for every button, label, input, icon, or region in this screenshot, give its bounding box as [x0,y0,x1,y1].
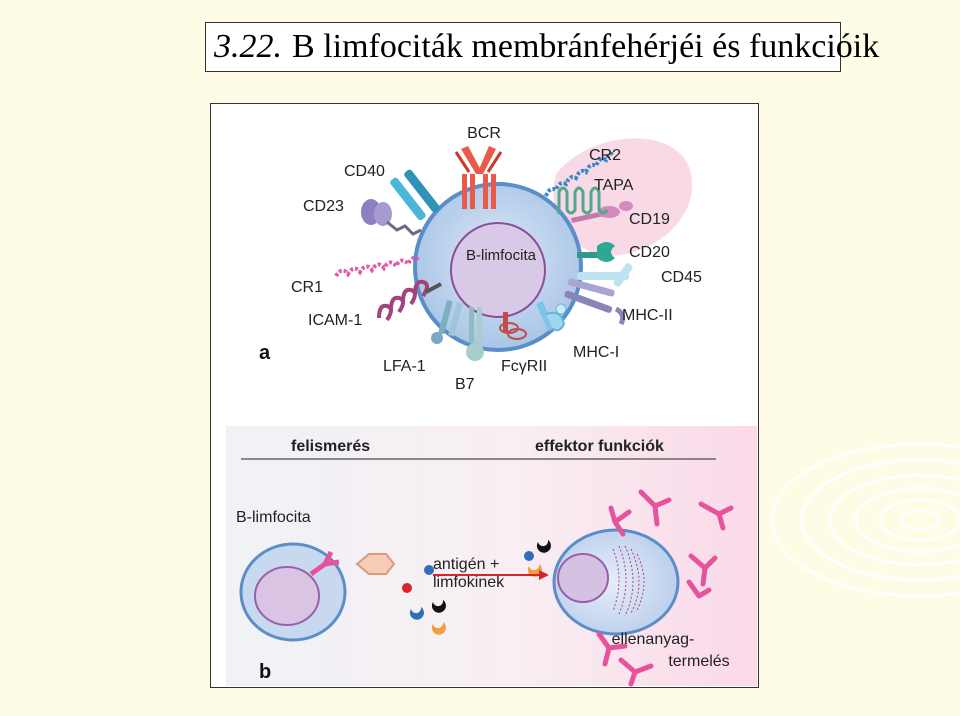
lfa1-label: LFA-1 [383,358,426,375]
cd23-icon [361,199,422,236]
slide-title: 3.22. B limfociták membránfehérjéi és fun… [205,22,879,72]
crescent-icon [527,564,542,577]
panel-a-label: a [259,342,271,364]
arrow-icon [433,570,549,580]
mhc2-icon [564,278,626,326]
slide-title-text: B limfociták membránfehérjéi és funkciói… [292,28,880,65]
tapa-label: TAPA [594,177,634,194]
dot-icon [402,583,412,593]
crescent-icon [431,600,446,613]
b-cell-label-b: B-limfocita [236,509,311,526]
b7-icon [466,307,484,361]
mhc1-icon [536,301,567,332]
bcr-icon [454,146,503,209]
cd20-icon [577,242,615,262]
cd19-label: CD19 [629,211,670,228]
cr2-label: CR2 [589,147,621,164]
b7-label: B7 [455,376,475,393]
fcgrii-label: FcγRII [501,358,547,375]
cd40-label: CD40 [344,163,385,180]
plasma-cell-nucleus [557,553,609,603]
icam1-label: ICAM-1 [308,312,362,329]
endoplasmic-reticulum [612,545,645,617]
b-cell-nucleus [450,222,546,318]
arrow-label-line2: limfokinek [433,574,505,591]
effector-heading: effektor funkciók [535,438,664,455]
mhc1-label: MHC-I [573,344,619,361]
antibody-icon [309,550,340,577]
crescent-icon [536,540,551,553]
output-label-line2: termelés [668,653,729,670]
tapa-icon [557,186,609,215]
cd23-label: CD23 [303,198,344,215]
panel-a: B-limfocita BCR CD40 CD23 CR1 [259,125,702,393]
coreceptor-halo [553,138,693,256]
bcr-label: BCR [467,125,501,142]
dot-icon [424,565,434,575]
output-label-line1: ellenanyag- [612,631,695,648]
slide-title-number: 3.22. [214,28,282,65]
mhc2-label: MHC-II [622,307,673,324]
b-cell-label: B-limfocita [466,247,537,264]
cd20-label: CD20 [629,244,670,261]
crescent-icon [409,607,424,620]
cr2-icon [544,151,616,197]
fcgrii-icon [499,312,527,340]
panel-b-label: b [259,661,271,683]
crescent-icon [431,622,446,635]
lfa1-icon [431,300,463,344]
b-cell-small-nucleus [254,566,320,626]
recognition-heading: felismerés [291,438,370,455]
cd45-icon [577,263,633,287]
arrow-label-line1: antigén + [433,556,499,573]
cd40-icon [390,169,440,221]
icam1-icon [377,279,442,322]
cd45-label: CD45 [661,269,702,286]
cr1-icon [334,255,420,278]
cd19-icon [571,201,633,223]
cr1-label: CR1 [291,279,323,296]
panel-b: felismerés effektor funkciók B-limfocita… [226,426,757,687]
antigen-hexagon-icon [355,553,396,575]
figure-panel: B-limfocita BCR CD40 CD23 CR1 [210,103,759,688]
dot-icon [524,551,534,561]
antibody-icon [596,489,734,687]
